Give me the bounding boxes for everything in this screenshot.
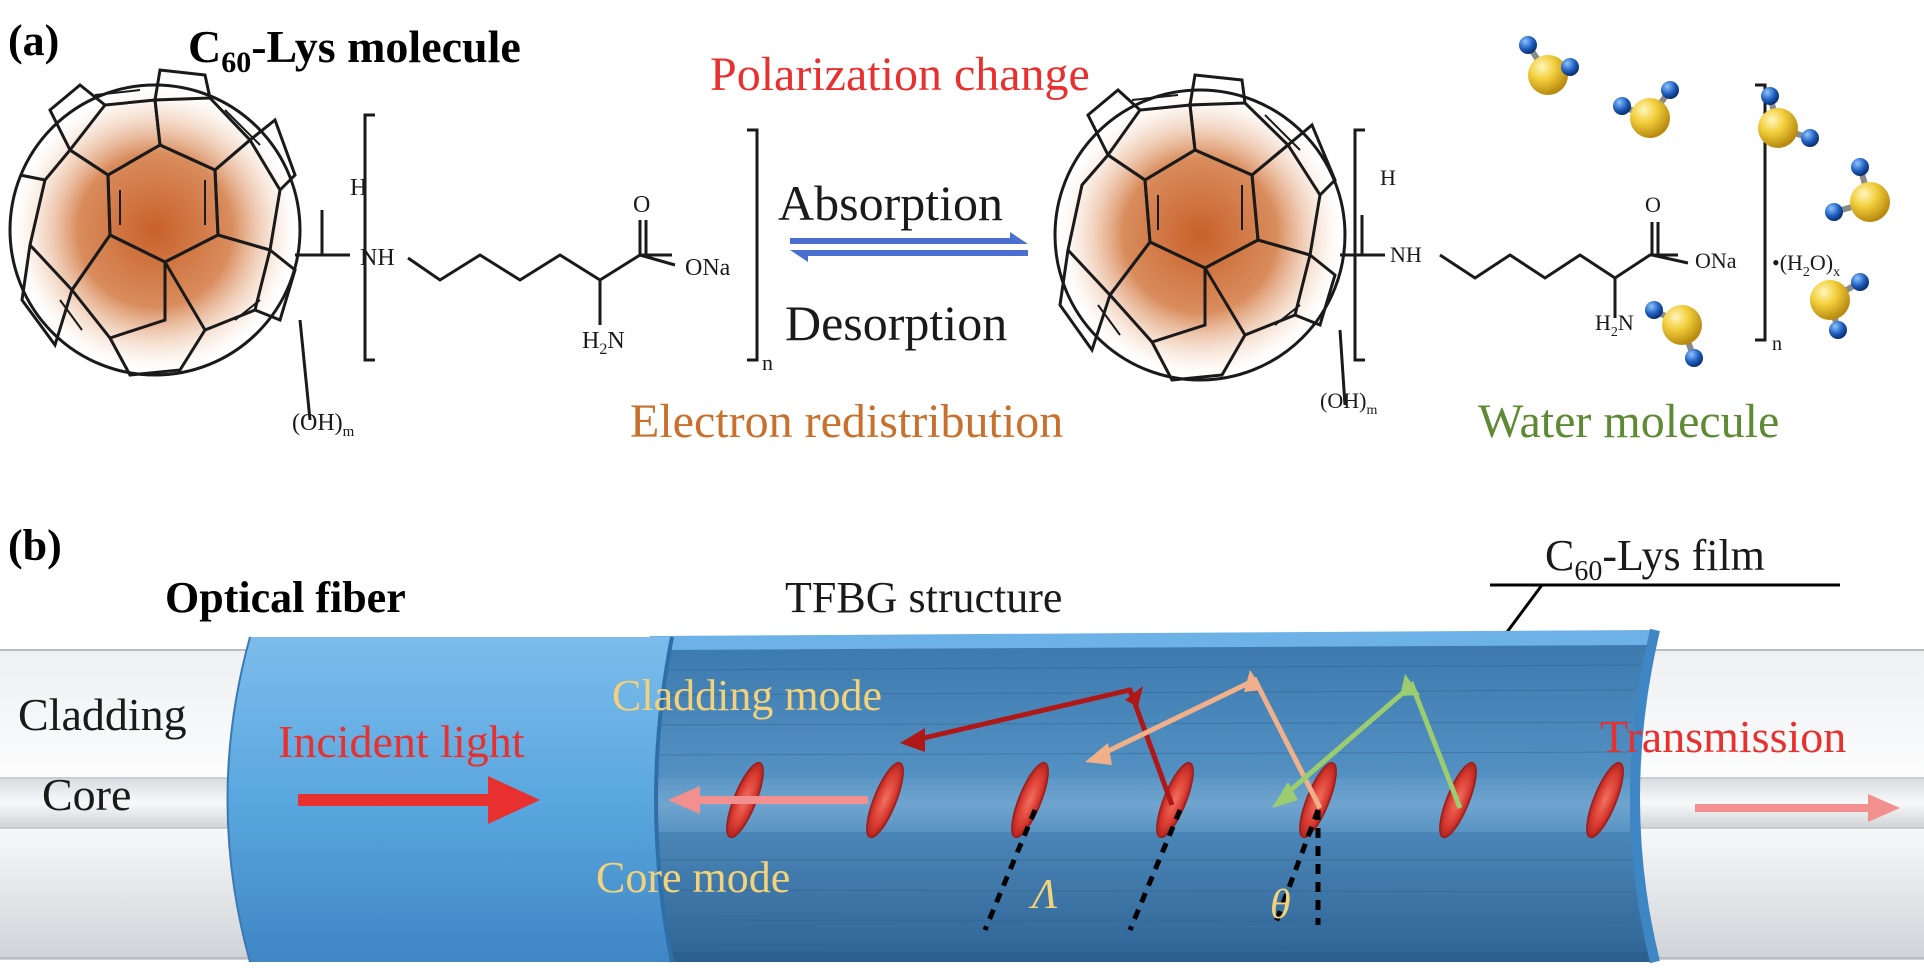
hydrogen-atom xyxy=(1561,58,1579,76)
water-molecule xyxy=(1613,81,1679,138)
oxygen-atom xyxy=(1810,280,1850,320)
water-molecule-text: Water molecule xyxy=(1478,395,1779,448)
left-chain xyxy=(295,113,759,421)
tilt-guides xyxy=(982,809,1321,931)
right-nh-label: NH xyxy=(1390,242,1422,267)
grating-plane xyxy=(866,761,904,839)
desorption-text: Desorption xyxy=(785,295,1007,351)
lambda-label: Λ xyxy=(1028,872,1058,918)
water-molecule xyxy=(1810,273,1869,339)
incident-light-text: Incident light xyxy=(278,716,525,767)
transmission-arrowhead xyxy=(1868,794,1900,822)
film-right-edge xyxy=(1630,628,1660,964)
water-molecule xyxy=(1645,301,1703,367)
hydrogen-atom xyxy=(1851,158,1869,176)
desorption-arrow xyxy=(790,250,1028,262)
core-label: Core xyxy=(42,769,131,820)
oxygen-atom xyxy=(1662,305,1702,345)
film-top-rim xyxy=(650,630,1655,650)
core-mode-arrowhead xyxy=(668,786,700,814)
left-nh-label: NH xyxy=(360,245,395,271)
right-n-label: n xyxy=(1772,333,1782,355)
right-oh-label: (OH)m xyxy=(1320,388,1377,418)
oxygen-atom xyxy=(1758,108,1798,148)
incident-light-arrowhead xyxy=(488,776,540,824)
right-ona-label: ONa xyxy=(1695,248,1737,273)
sleeve-left-edge xyxy=(226,636,251,963)
hydrogen-atom xyxy=(1519,36,1537,54)
oxygen-atom xyxy=(1850,182,1890,222)
theta-label: θ xyxy=(1270,882,1291,928)
film-label: C60-Lys film xyxy=(1545,531,1765,587)
right-chem-labels: H NH O ONa H2N •(H2O)x n (OH)m xyxy=(1320,165,1840,418)
dark-red-ray xyxy=(914,687,1175,806)
cladding-mode-arrowheads xyxy=(900,670,1420,808)
left-oh-label: (OH)m xyxy=(292,410,355,440)
film-bottom-rim xyxy=(650,952,1655,962)
interior-core-band xyxy=(650,778,1630,832)
hydrogen-atom xyxy=(1851,273,1869,291)
hydrogen-atom xyxy=(1761,87,1779,105)
panel-a-label: (a) xyxy=(8,16,59,65)
cladding-label: Cladding xyxy=(18,689,187,740)
oxygen-atom xyxy=(1528,55,1568,95)
hydrogen-atom xyxy=(1829,321,1847,339)
left-ona-label: ONa xyxy=(685,255,731,281)
transmission-text: Transmission xyxy=(1600,711,1846,762)
water-molecule xyxy=(1519,36,1579,95)
left-fullerene xyxy=(8,68,302,377)
right-h-label: H xyxy=(1380,165,1396,190)
grating-plane xyxy=(1011,761,1049,839)
left-h2n-label: H2N xyxy=(582,328,625,358)
hydrogen-atom xyxy=(1645,301,1663,319)
tfbg-structure-text: TFBG structure xyxy=(785,573,1062,622)
left-h-label: H xyxy=(350,175,367,201)
optical-fiber-title: Optical fiber xyxy=(165,573,406,622)
right-chain xyxy=(1338,83,1767,406)
cladding-mode-text: Cladding mode xyxy=(612,671,882,720)
water-molecule xyxy=(1825,158,1890,222)
absorption-arrow xyxy=(790,232,1028,244)
grating-plane xyxy=(1156,761,1194,839)
left-n-label: n xyxy=(762,350,773,375)
water-molecules xyxy=(1519,36,1890,367)
left-chem-labels: H NH O ONa H2N n (OH)m xyxy=(292,175,773,440)
oxygen-atom xyxy=(1630,98,1670,138)
hydrogen-atom xyxy=(1613,97,1631,115)
hydrogen-atom xyxy=(1825,203,1843,221)
film-stripes xyxy=(649,664,1646,948)
left-o-label: O xyxy=(633,192,650,218)
panel-a-title: C60-Lys molecule xyxy=(188,21,521,79)
polarization-change-text: Polarization change xyxy=(710,48,1090,101)
core-mode-text: Core mode xyxy=(596,853,790,902)
panel-b-label: (b) xyxy=(8,521,62,570)
right-hydrate-label: •(H2O)x xyxy=(1772,250,1840,280)
hydrogen-atom xyxy=(1661,81,1679,99)
sleeve-cut-edge xyxy=(654,636,674,963)
hydrogen-atom xyxy=(1801,129,1819,147)
right-o-label: O xyxy=(1645,192,1661,217)
water-molecule xyxy=(1758,87,1819,148)
absorption-text: Absorption xyxy=(778,175,1003,231)
hydrogen-atom xyxy=(1685,349,1703,367)
electron-redistribution-text: Electron redistribution xyxy=(630,395,1063,448)
right-h2n-label: H2N xyxy=(1595,310,1634,340)
right-fullerene xyxy=(1053,73,1347,382)
grating-plane xyxy=(1586,761,1624,839)
